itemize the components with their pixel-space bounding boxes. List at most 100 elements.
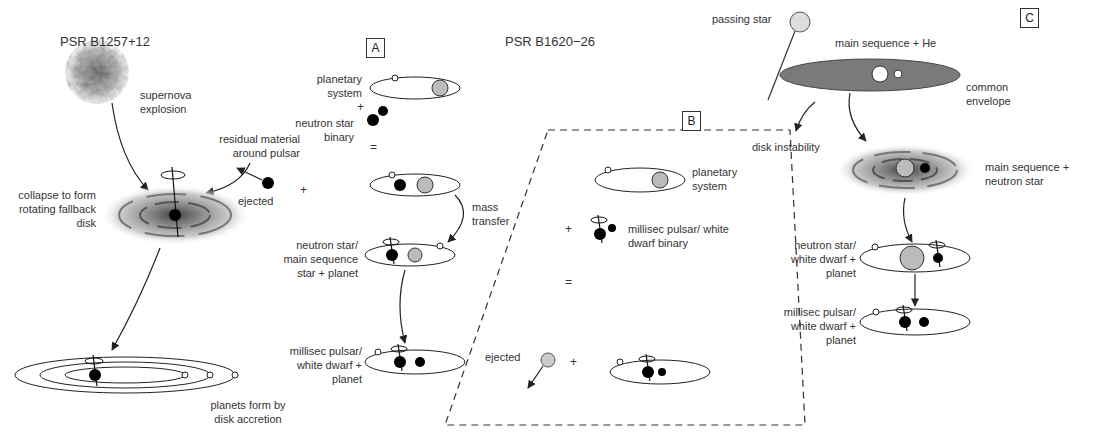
flow-arrow: [849, 93, 866, 141]
caption-text: collapse to form rotating fallback disk: [8, 188, 96, 230]
neutron-star: [378, 106, 388, 116]
caption-text: neutron star binary: [292, 116, 354, 144]
spin-ring: [391, 346, 407, 352]
caption-text: millisec pulsar/ white dwarf + planet: [766, 305, 856, 347]
supernova-shade: [65, 40, 129, 104]
pulsar: [169, 209, 181, 221]
planet: [617, 359, 623, 365]
caption-text: passing star: [712, 12, 771, 26]
flow-arrow: [112, 103, 148, 190]
caption-text: disk instability: [752, 140, 820, 154]
operator-sign: +: [570, 355, 577, 370]
planet: [232, 372, 238, 378]
ejection-arrow: [528, 366, 543, 388]
letter-box: C: [1020, 8, 1039, 28]
dashed-frame: [445, 130, 805, 425]
letter-label: B: [687, 113, 696, 129]
orbit: [40, 362, 210, 388]
unstable-disk: [835, 144, 975, 196]
final-system: [610, 354, 710, 384]
neutron-star: [367, 114, 379, 126]
disk-glow: [100, 185, 250, 245]
supernova-cloud: [65, 40, 129, 104]
accreting-system: [365, 237, 455, 266]
spin-ring: [929, 242, 945, 248]
star: [417, 177, 433, 193]
orbit: [65, 367, 185, 383]
caption-text: mass transfer: [472, 200, 524, 228]
caption-text: supernova explosion: [140, 88, 202, 116]
planet: [392, 75, 398, 81]
caption-text: ejected: [485, 350, 520, 364]
white-dwarf: [919, 317, 929, 327]
common-envelope: [780, 59, 960, 91]
orbit: [15, 357, 235, 393]
fallback-disk: [100, 167, 250, 245]
envelope: [780, 59, 960, 91]
planet: [389, 172, 395, 178]
star: [652, 172, 668, 188]
star: [896, 159, 914, 177]
neutron-star: [920, 163, 930, 173]
helium-core: [894, 70, 902, 78]
captured-system: [370, 172, 460, 196]
planet: [605, 167, 611, 173]
planet: [207, 372, 213, 378]
white-dwarf: [658, 368, 666, 376]
orbit: [365, 350, 465, 374]
passing-track: [768, 31, 795, 100]
pulsar-planets: [15, 355, 238, 393]
white-dwarf: [415, 357, 425, 367]
disk-spiral: [853, 152, 957, 188]
pulsar: [594, 228, 606, 240]
orbit: [860, 309, 970, 335]
planetary-system: [370, 75, 460, 99]
operator-sign: =: [565, 275, 572, 290]
planet: [437, 243, 443, 249]
planet: [182, 372, 188, 378]
neutron-star: [933, 253, 943, 263]
orbit: [595, 168, 685, 192]
neutron-star-binary: [367, 106, 388, 126]
passing-star: [790, 12, 810, 32]
operator-sign: +: [357, 100, 364, 115]
letter-box: B: [682, 111, 701, 131]
orbit: [365, 244, 455, 266]
caption-text: millisec pulsar/ white dwarf binary: [628, 222, 738, 250]
supernova: [65, 40, 129, 104]
pulsar: [89, 369, 101, 381]
operator-sign: =: [370, 140, 377, 155]
pulsar: [642, 366, 654, 378]
orbit: [860, 244, 970, 272]
caption-text: planetary system: [692, 165, 754, 193]
operator-sign: +: [565, 222, 572, 237]
neutron-star: [394, 179, 406, 191]
letter-label: C: [1025, 10, 1034, 26]
final-system: [365, 344, 465, 374]
caption-text: neutron star/ main sequence star + plane…: [272, 238, 358, 280]
flow-arrow: [904, 198, 912, 242]
pulsar: [899, 316, 911, 328]
flow-arrow: [400, 270, 405, 343]
pulsar-binary: [591, 215, 616, 243]
ejection-arrow: [237, 168, 262, 180]
caption-text: millisec pulsar/ white dwarf + planet: [272, 344, 362, 386]
planet: [375, 349, 381, 355]
caption-text: main sequence + He: [835, 36, 936, 50]
spin-ring: [591, 217, 607, 223]
flow-arrow: [914, 274, 915, 306]
spin-ring: [161, 171, 185, 179]
ejected-star: [541, 353, 555, 367]
flow-arrow: [796, 102, 815, 131]
spin-ring: [383, 239, 399, 245]
planet: [872, 244, 878, 250]
disk-spiral: [873, 159, 937, 181]
heading: PSR B1620−26: [505, 34, 595, 50]
caption-text: neutron star/ white dwarf + planet: [766, 238, 856, 280]
ejected-star: [262, 177, 274, 189]
orbit: [370, 77, 460, 99]
planetary-system: [595, 167, 685, 192]
planet: [873, 309, 879, 315]
flow-arrow: [112, 248, 160, 350]
